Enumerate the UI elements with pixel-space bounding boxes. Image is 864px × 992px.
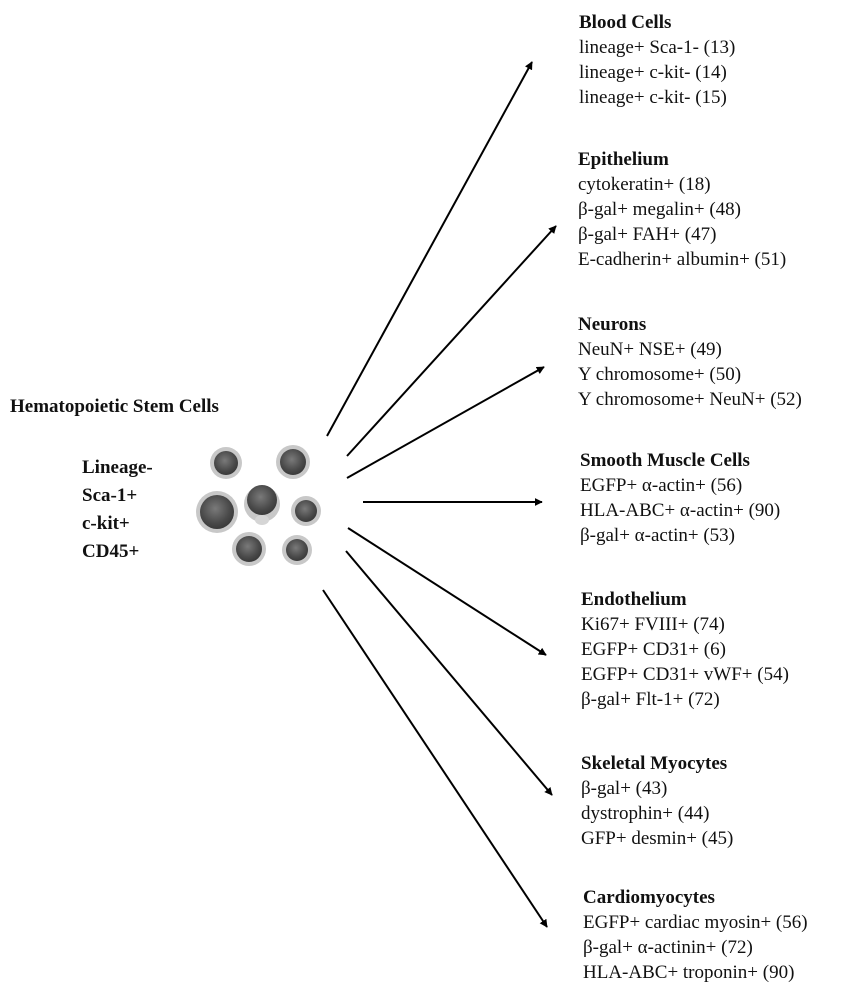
group-item: EGFP+ CD31+ (6) (581, 639, 726, 660)
marker-label: Lineage- (82, 457, 153, 478)
marker-label: CD45+ (82, 541, 140, 562)
arrow-to-blood-cells (326, 61, 533, 437)
group-neurons: Neurons NeuN+ NSE+ (49) Y chromosome+ (5… (578, 312, 802, 412)
group-item: Ki67+ FVIII+ (74) (581, 614, 725, 635)
marker-label: Sca-1+ (82, 485, 138, 506)
group-item: GFP+ desmin+ (45) (581, 828, 734, 849)
group-skeletal-myocytes: Skeletal Myocytes β-gal+ (43) dystrophin… (581, 751, 733, 851)
group-item: Y chromosome+ NeuN+ (52) (578, 389, 802, 410)
group-item: β-gal+ megalin+ (48) (578, 199, 741, 220)
group-smooth-muscle-cells: Smooth Muscle Cells EGFP+ α-actin+ (56) … (580, 448, 780, 548)
source-markers: Lineage- Sca-1+ c-kit+ CD45+ (82, 454, 153, 566)
source-title: Hematopoietic Stem Cells (10, 396, 219, 417)
arrow-to-epithelium (346, 225, 557, 457)
group-item: β-gal+ (43) (581, 778, 668, 799)
cell (196, 491, 238, 533)
group-title: Smooth Muscle Cells (580, 450, 750, 471)
cell (291, 496, 321, 526)
group-endothelium: Endothelium Ki67+ FVIII+ (74) EGFP+ CD31… (581, 587, 789, 712)
group-title: Cardiomyocytes (583, 887, 715, 908)
group-item: lineage+ c-kit- (15) (579, 87, 727, 108)
group-item: EGFP+ cardiac myosin+ (56) (583, 912, 808, 933)
group-item: β-gal+ α-actinin+ (72) (583, 937, 753, 958)
cell (244, 485, 280, 525)
group-item: cytokeratin+ (18) (578, 174, 711, 195)
arrow-to-skeletal-myocytes (345, 550, 553, 796)
cell (210, 447, 242, 479)
arrow-to-endothelium (347, 527, 547, 656)
group-item: NeuN+ NSE+ (49) (578, 339, 722, 360)
group-title: Neurons (578, 314, 647, 335)
stem-cell-cluster-image (196, 445, 321, 566)
group-item: lineage+ Sca-1- (13) (579, 37, 736, 58)
group-title: Epithelium (578, 149, 669, 170)
group-title: Skeletal Myocytes (581, 753, 728, 774)
group-item: HLA-ABC+ troponin+ (90) (583, 962, 795, 983)
group-cardiomyocytes: Cardiomyocytes EGFP+ cardiac myosin+ (56… (583, 885, 808, 985)
arrow-to-neurons (346, 366, 545, 479)
group-item: EGFP+ α-actin+ (56) (580, 475, 743, 496)
marker-label: c-kit+ (82, 513, 130, 534)
group-item: β-gal+ FAH+ (47) (578, 224, 717, 245)
group-item: lineage+ c-kit- (14) (579, 62, 727, 83)
group-item: dystrophin+ (44) (581, 803, 710, 824)
group-blood-cells: Blood Cells lineage+ Sca-1- (13) lineage… (579, 10, 735, 110)
group-item: HLA-ABC+ α-actin+ (90) (580, 500, 781, 521)
cell (276, 445, 310, 479)
group-item: EGFP+ CD31+ vWF+ (54) (581, 664, 789, 685)
group-title: Blood Cells (579, 12, 672, 33)
group-epithelium: Epithelium cytokeratin+ (18) β-gal+ mega… (578, 147, 786, 272)
cell (282, 535, 312, 565)
group-item: β-gal+ Flt-1+ (72) (581, 689, 720, 710)
cell (232, 532, 266, 566)
group-title: Endothelium (581, 589, 687, 610)
group-item: Y chromosome+ (50) (578, 364, 742, 385)
group-item: E-cadherin+ albumin+ (51) (578, 249, 787, 270)
arrow-to-cardiomyocytes (322, 589, 548, 928)
group-item: β-gal+ α-actin+ (53) (580, 525, 735, 546)
